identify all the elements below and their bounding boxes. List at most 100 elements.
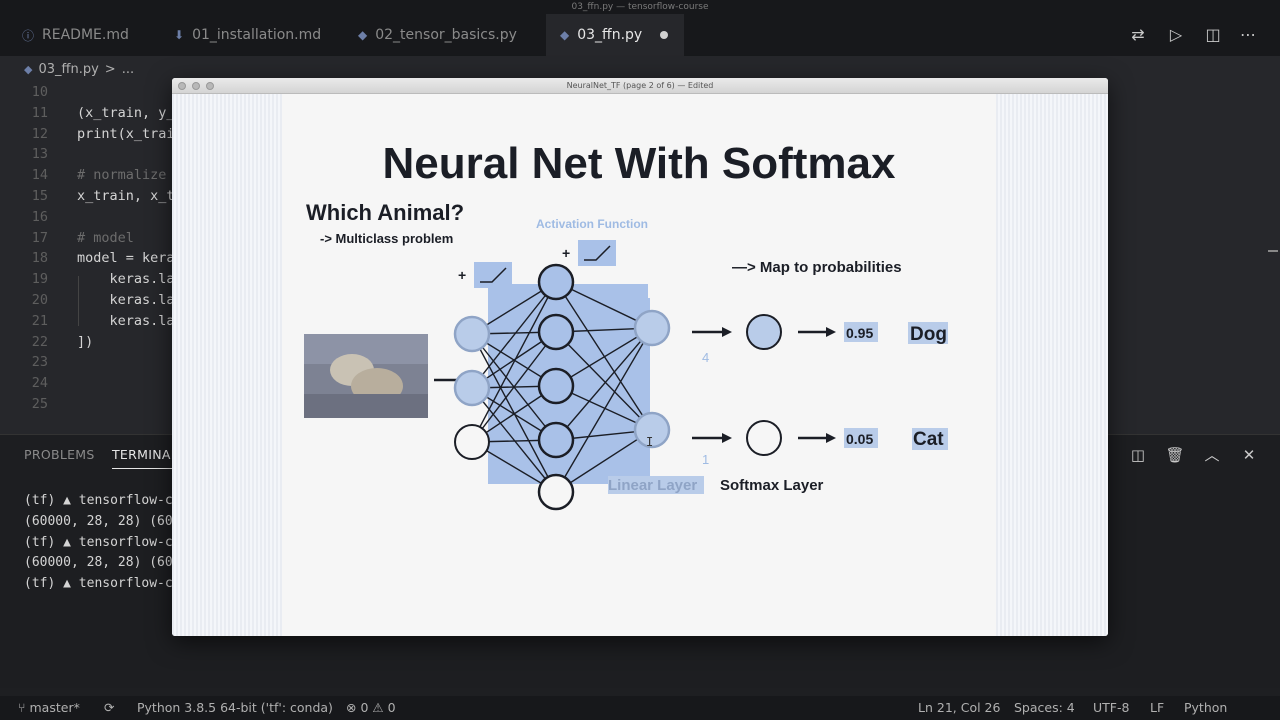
tab-installation[interactable]: ⬇ 01_installation.md: [160, 14, 335, 56]
tab-readme[interactable]: ⓘ README.md: [8, 14, 143, 56]
code-line[interactable]: 19 keras.la: [0, 269, 1280, 289]
connection-line: [555, 327, 653, 387]
preview-window[interactable]: NeuralNet_TF (page 2 of 6) — Edited Neur…: [172, 78, 1108, 636]
softmax-section: [692, 314, 836, 456]
output-score-1: 4: [702, 350, 709, 365]
line-text: x_train, x_t: [77, 188, 175, 204]
hidden-neuron: [537, 421, 575, 459]
python-interpreter[interactable]: Python 3.8.5 64-bit ('tf': conda): [137, 700, 333, 715]
unsaved-dot-icon[interactable]: [660, 31, 669, 39]
dog-image: [304, 334, 428, 418]
minimize-window-icon[interactable]: [192, 82, 200, 90]
code-line[interactable]: 16: [0, 207, 1280, 227]
code-line[interactable]: 25: [0, 394, 1280, 414]
run-icon[interactable]: ▷: [1169, 25, 1183, 44]
window-title: 03_ffn.py — tensorflow-course: [0, 0, 1280, 14]
code-line[interactable]: 23: [0, 352, 1280, 372]
end-of-line[interactable]: LF: [1150, 700, 1165, 715]
cursor-position[interactable]: Ln 21, Col 26: [918, 700, 1001, 715]
more-actions-icon[interactable]: ⋯: [1240, 25, 1256, 44]
split-terminal-icon[interactable]: ◫: [1130, 446, 1146, 464]
question-text: Which Animal?: [306, 200, 464, 225]
prob-highlight-1: [844, 322, 878, 342]
class-highlight-1: [908, 322, 948, 344]
linear-output-neuron: [633, 309, 671, 347]
probability-cat: 0.05: [846, 431, 873, 447]
terminal-line: (tf) ▲ tensorflow-c: [24, 493, 173, 508]
warning-icon: ⚠: [372, 700, 384, 715]
arrow-head: [722, 327, 732, 337]
problem-text: -> Multiclass problem: [320, 231, 453, 246]
split-editor-icon[interactable]: ◫: [1205, 25, 1221, 44]
info-icon: ⓘ: [22, 28, 35, 43]
code-line[interactable]: 17# model: [0, 228, 1280, 248]
terminal-line: (tf) ▲ tensorflow-c: [24, 534, 173, 550]
line-text: keras.la: [77, 312, 175, 329]
breadcrumb: ◆ 03_ffn.py > ...: [0, 56, 1280, 82]
plus-sign-1: +: [458, 267, 466, 283]
error-count: 0: [360, 700, 369, 715]
line-text: # normalize: [77, 167, 167, 184]
zoom-window-icon[interactable]: [206, 82, 214, 90]
line-number: 23: [31, 354, 48, 371]
code-line[interactable]: 13: [0, 144, 1280, 164]
python-icon: ◆: [560, 28, 570, 42]
hidden-neuron: [537, 473, 575, 511]
breadcrumb-separator: >: [104, 61, 116, 77]
code-line[interactable]: 14# normalize: [0, 165, 1280, 185]
breadcrumb-file[interactable]: 03_ffn.py: [38, 61, 99, 77]
connection-line: [471, 333, 557, 493]
thumbnail-margin-right: [996, 94, 1108, 636]
trash-icon[interactable]: 🗑: [1165, 446, 1185, 464]
connection-line: [555, 429, 653, 493]
tab-terminal[interactable]: TERMINAL: [112, 447, 178, 469]
line-text: (x_train, y_: [77, 104, 175, 121]
indentation[interactable]: Spaces: 4: [1014, 700, 1075, 715]
close-window-icon[interactable]: [178, 82, 186, 90]
encoding[interactable]: UTF-8: [1093, 700, 1130, 715]
source-control-compare-icon[interactable]: ⇄: [1131, 25, 1145, 44]
language-mode[interactable]: Python: [1184, 700, 1228, 715]
connection-line: [471, 331, 557, 443]
line-text: # model: [77, 229, 134, 246]
code-line[interactable]: 20 keras.la: [0, 290, 1280, 310]
linear-layer-label-highlight: [608, 476, 704, 494]
branch-icon: ⑂: [18, 700, 26, 715]
git-branch[interactable]: ⑂ master*: [18, 696, 80, 720]
indent-guide: [78, 276, 79, 326]
tab-problems[interactable]: PROBLEMS: [24, 447, 95, 462]
code-line[interactable]: 10: [0, 82, 1280, 102]
line-number: 25: [31, 396, 48, 412]
thumbnail-margin-left: [172, 94, 282, 636]
tab-label: 01_installation.md: [192, 27, 322, 43]
scrollbar-marker[interactable]: [1268, 250, 1278, 252]
problems-count[interactable]: ⊗ 0 ⚠ 0: [346, 696, 396, 720]
plus-sign-2: +: [562, 245, 570, 261]
markdown-icon: ⬇: [174, 28, 185, 42]
tab-tensor-basics[interactable]: ◆ 02_tensor_basics.py: [344, 14, 531, 56]
connection-line: [555, 281, 653, 431]
error-icon: ⊗: [346, 700, 357, 715]
close-icon[interactable]: ✕: [1242, 446, 1256, 464]
line-number: 24: [31, 375, 48, 392]
code-line[interactable]: 22]): [0, 332, 1280, 352]
slide-canvas: Neural Net With Softmax Which Animal? ->…: [304, 139, 948, 511]
line-number: 11: [31, 104, 48, 121]
code-line[interactable]: 21 keras.la: [0, 311, 1280, 331]
connection-line: [471, 281, 557, 443]
breadcrumb-rest[interactable]: ...: [121, 61, 135, 77]
connection-line: [555, 331, 653, 431]
tab-ffn[interactable]: ◆ 03_ffn.py: [546, 14, 684, 56]
line-number: 12: [31, 125, 48, 142]
sync-icon[interactable]: ⟳: [104, 700, 115, 715]
terminal-line: (60000, 28, 28) (60: [24, 513, 173, 529]
hidden-neuron: [537, 367, 575, 405]
code-line[interactable]: 24: [0, 373, 1280, 393]
chevron-up-icon[interactable]: ︿: [1204, 446, 1220, 464]
code-line[interactable]: 11 (x_train, y_: [0, 103, 1280, 123]
preview-titlebar[interactable]: NeuralNet_TF (page 2 of 6) — Edited: [172, 78, 1108, 94]
input-neuron: [453, 315, 491, 353]
